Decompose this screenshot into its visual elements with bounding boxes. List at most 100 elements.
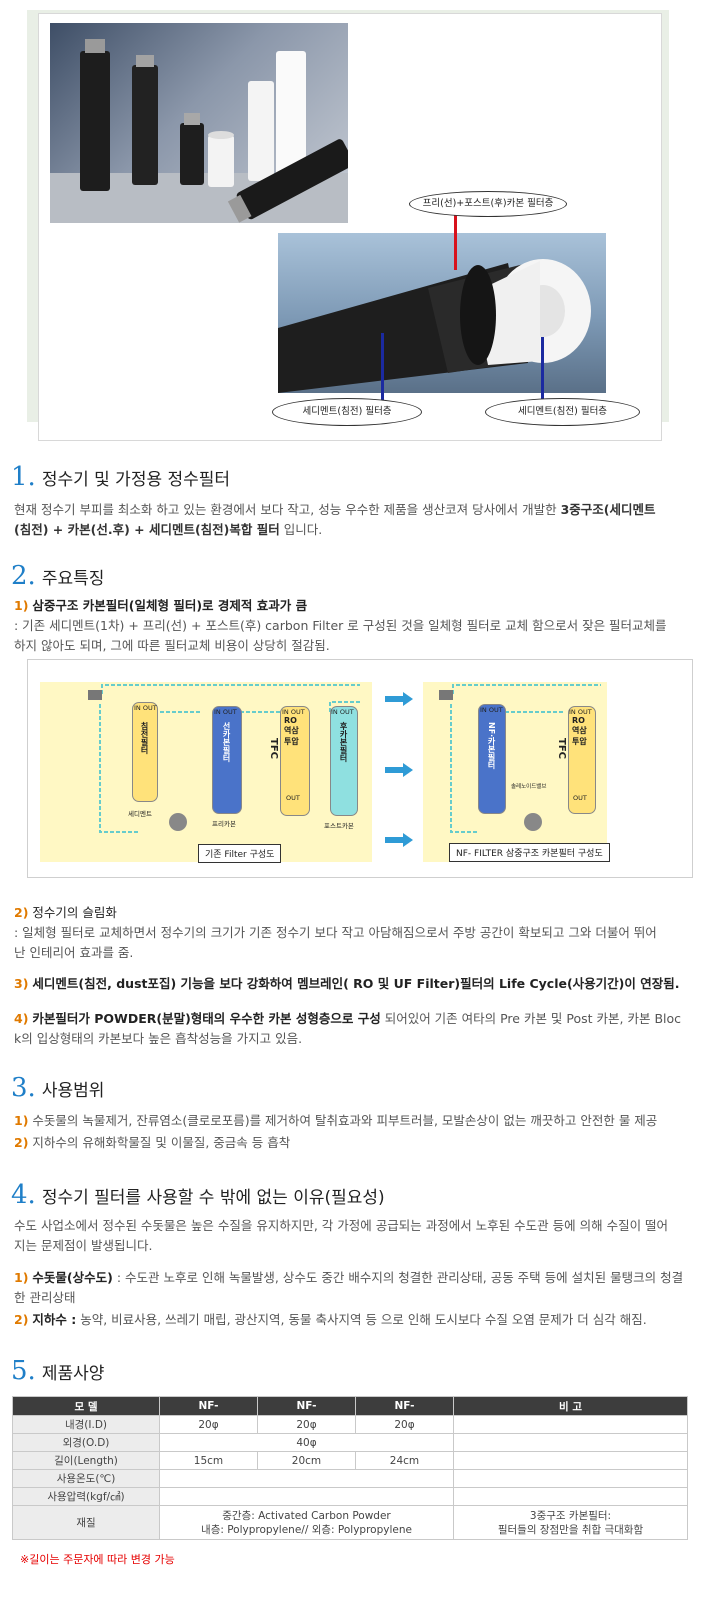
cell-note — [453, 1469, 688, 1488]
feature-4: 4) 카본필터가 POWDER(분말)형태의 우수한 카본 성형층으로 구성 되… — [14, 1009, 694, 1049]
reason-1: 1) 수돗물(상수도) : 수도관 노후로 인해 녹물발생, 상수도 중간 배수… — [14, 1268, 694, 1308]
callout-carbon-layer: 프리(선)+포스트(후)카본 필터층 — [409, 191, 567, 217]
cell-merged — [159, 1487, 454, 1506]
usage-1-text: 수돗물의 녹물제거, 잔류염소(클로로포름)를 제거하여 탈취효과와 피부트러블… — [28, 1113, 658, 1128]
section3-title: 사용범위 — [41, 1081, 105, 1101]
feature-3: 3) 세디멘트(침전, dust포집) 기능을 보다 강화하여 멤브레인( RO… — [14, 974, 694, 994]
pre-carbon-cylinder-label: 선카본필터 — [222, 722, 231, 762]
reason-1-number: 1) — [14, 1270, 29, 1285]
caption-sediment: 세디멘트 — [128, 810, 152, 818]
section4-intro: 수도 사업소에서 정수된 수돗물은 높은 수질을 유지하지만, 각 가정에 공급… — [14, 1216, 694, 1256]
usage-2-number: 2) — [14, 1135, 29, 1150]
cell-note — [453, 1451, 688, 1470]
row-label: 재질 — [12, 1505, 160, 1540]
cell: 15cm — [159, 1451, 258, 1470]
feature-1-line2: 하지 않아도 되며, 그에 따른 필터교체 비용이 상당히 절감됨. — [14, 638, 330, 653]
usage-2-text: 지하수의 유해화학물질 및 이물질, 중금속 등 흡착 — [28, 1135, 291, 1150]
section2-heading: 2. 주요특징 — [11, 561, 104, 591]
table-row-material: 재질 중간층: Activated Carbon Powder 내층: Poly… — [12, 1505, 688, 1540]
section4-intro-line1: 수도 사업소에서 정수된 수돗물은 높은 수질을 유지하지만, 각 가정에 공급… — [14, 1218, 669, 1233]
nf-in-out-1: IN OUT — [480, 706, 503, 714]
section1-emphasis: 3중구조(세디멘트 — [560, 502, 656, 517]
cell-merged: 40φ — [159, 1433, 454, 1452]
caption-pre-carbon: 프리카본 — [212, 820, 236, 828]
nf-in-out-2: IN OUT — [569, 708, 592, 716]
reason-1-line1: : 수도관 노후로 인해 녹물발생, 상수도 중간 배수지의 청결한 관리상태,… — [112, 1270, 684, 1285]
filter-closeup-photo — [278, 233, 606, 393]
pointer-sediment-right — [541, 337, 544, 402]
table-row: 길이(Length) 15cm 20cm 24cm — [12, 1451, 688, 1470]
row-label: 내경(I.D) — [12, 1415, 160, 1434]
table-row: 사용온도(℃) — [12, 1469, 688, 1488]
cell-material-note: 3중구조 카본필터: 필터들의 장점만을 취합 극대화함 — [453, 1505, 688, 1540]
row-label: 길이(Length) — [12, 1451, 160, 1470]
cell-note — [453, 1433, 688, 1452]
feature-2-line1: : 일체형 필터로 교체하면서 정수기의 크기가 기존 정수기 보다 작고 아담… — [14, 925, 657, 940]
feature-1-number: 1) — [14, 598, 29, 613]
post-carbon-cylinder — [330, 706, 358, 816]
callout-sediment-right: 세디멘트(침전) 필터층 — [485, 398, 640, 426]
material-line2: 내층: Polypropylene// 외층: Polypropylene — [201, 1523, 412, 1536]
nf-ro-cylinder — [568, 706, 596, 814]
nf-tfc-label: TFC — [556, 738, 567, 759]
tfc-label: TFC — [268, 738, 279, 759]
feature-2-line2: 난 인테리어 효과를 줌. — [14, 945, 134, 960]
material-note1: 3중구조 카본필터: — [529, 1509, 612, 1522]
section1-title: 정수기 및 가정용 정수필터 — [41, 470, 231, 490]
reason-2: 2) 지하수 : 농약, 비료사용, 쓰레기 매립, 광산지역, 동물 축사지역… — [14, 1310, 694, 1330]
feature-1-heading: 삼중구조 카본필터(일체형 필터)로 경제적 효과가 큼 — [32, 598, 308, 613]
in-out-4: IN OUT — [331, 708, 354, 716]
cell-merged — [159, 1469, 454, 1488]
section4-intro-line2: 지는 문제점이 발생됩니다. — [14, 1238, 153, 1253]
ro-cylinder-label: RO역삼투압 — [284, 716, 299, 746]
row-label: 사용온도(℃) — [12, 1469, 160, 1488]
spec-header-row: 모 델 NF- NF- NF- 비 고 — [12, 1396, 688, 1416]
pointer-sediment-left — [381, 333, 384, 403]
header-nf-2: NF- — [256, 1396, 356, 1416]
arrow-right-2 — [385, 763, 413, 777]
nf-ro-label: RO역삼투압 — [572, 716, 587, 746]
section1-heading: 1. 정수기 및 가정용 정수필터 — [11, 462, 230, 492]
header-model: 모 델 — [12, 1396, 160, 1416]
in-out-1: IN OUT — [134, 704, 157, 712]
diagram-conventional: 침전필터 선카본필터 RO역삼투압 후카본필터 IN OUT IN OUT IN… — [40, 682, 372, 863]
material-line1: 중간층: Activated Carbon Powder — [222, 1509, 391, 1522]
sediment-cylinder-label: 침전필터 — [140, 722, 149, 754]
section4-title: 정수기 필터를 사용할 수 밖에 없는 이유(필요성) — [41, 1188, 385, 1208]
section3-number: 3. — [11, 1073, 36, 1103]
callout-sediment-left: 세디멘트(침전) 필터층 — [272, 398, 422, 426]
section1-emphasis-2: (침전) + 카본(선.후) + 세디멘트(침전)복합 필터 — [14, 522, 280, 537]
filter-rolls-photo — [50, 23, 348, 223]
caption-post-carbon: 포스트카본 — [324, 822, 354, 830]
diagram-right-title: NF- FILTER 삼중구조 카본필터 구성도 — [449, 843, 610, 862]
cell-note — [453, 1487, 688, 1506]
in-out-3: IN OUT — [282, 708, 305, 716]
section3-heading: 3. 사용범위 — [11, 1073, 104, 1103]
spec-table: 모 델 NF- NF- NF- 비 고 내경(I.D) 20φ 20φ 20φ … — [12, 1396, 688, 1540]
reason-2-number: 2) — [14, 1312, 29, 1327]
section5-heading: 5. 제품사양 — [11, 1356, 104, 1386]
row-label: 사용압력(kgf/㎠) — [12, 1487, 160, 1506]
feature-3-number: 3) — [14, 976, 29, 991]
cell: 24cm — [354, 1451, 455, 1470]
section5-number: 5. — [11, 1356, 36, 1386]
post-carbon-cylinder-label: 후카본필터 — [339, 722, 348, 762]
section1-text: 현재 정수기 부피를 최소화 하고 있는 환경에서 보다 작고, 성능 우수한 … — [14, 502, 561, 517]
feature-4-line1: 되어있어 기존 여타의 Pre 카본 및 Post 카본, 카본 Bloc — [380, 1011, 682, 1026]
feature-3-heading: 세디멘트(침전, dust포집) 기능을 보다 강화하여 멤브레인( RO 및 … — [32, 976, 680, 991]
section4-number: 4. — [11, 1180, 36, 1210]
table-row: 사용압력(kgf/㎠) — [12, 1487, 688, 1506]
feature-4-number: 4) — [14, 1011, 29, 1026]
reason-2-heading: 지하수 : — [32, 1312, 77, 1327]
reason-1-line2: 한 관리상태 — [14, 1290, 76, 1305]
feature-2: 2) 정수기의 슬림화 : 일체형 필터로 교체하면서 정수기의 크기가 기존 … — [14, 903, 694, 963]
reason-1-heading: 수돗물(상수도) — [32, 1270, 113, 1285]
cell-note — [453, 1415, 688, 1434]
diagram-left-title: 기존 Filter 구성도 — [198, 844, 282, 863]
pre-carbon-cylinder — [212, 706, 242, 814]
nf-carbon-cylinder-label: NF·카본필터 — [487, 722, 496, 770]
cell: 20φ — [354, 1415, 455, 1434]
arrow-right-1 — [385, 692, 413, 706]
nf-valve-label: 솔레노이드밸브 — [511, 784, 547, 790]
